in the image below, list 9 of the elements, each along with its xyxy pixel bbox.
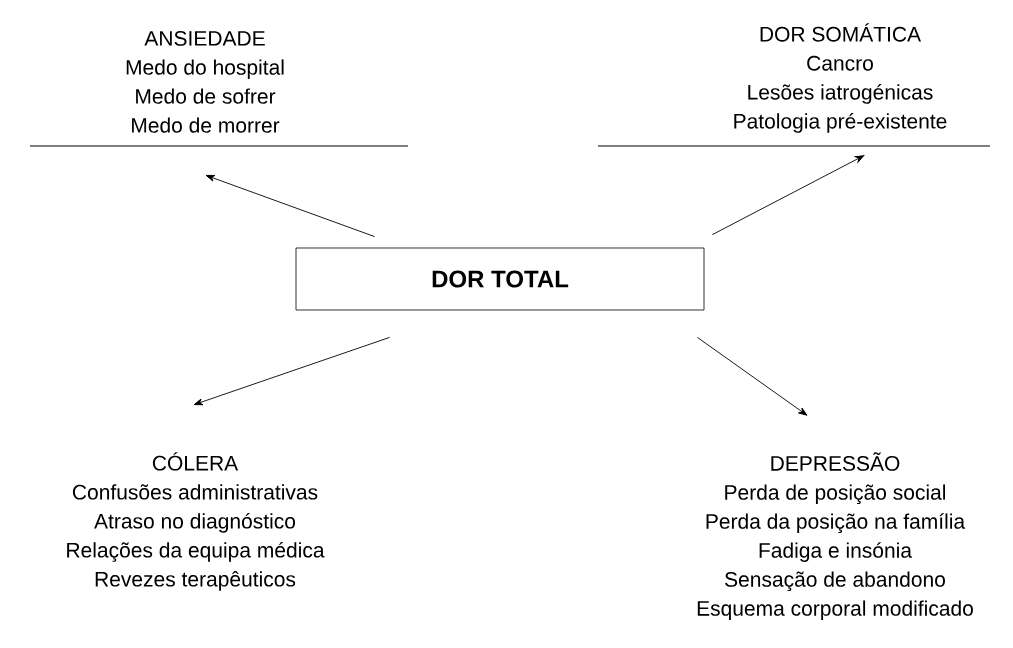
category-text: CÓLERA Confusões administrativas Atraso no diagnóstico Relações da equipa médica Revezes terapêuticos [67, 452, 325, 591]
category-text: DEPRESSÃO Perda de posição social Perda da posição na família Fadiga e insónia Sensação de abandono Esquema corporal modificado [697, 452, 973, 620]
arrow [193, 336, 391, 406]
arrow [205, 175, 376, 238]
title-box: DOR TOTAL [295, 247, 705, 311]
arrow [711, 155, 865, 236]
category-text: ANSIEDADE Medo do hospital Medo de sofrer Medo de morrer [126, 30, 284, 133]
category-text: DOR SOMÁTICA Cancro Lesões iatrogénicas Patologia pré-existente [734, 23, 947, 133]
arrow [696, 336, 808, 416]
